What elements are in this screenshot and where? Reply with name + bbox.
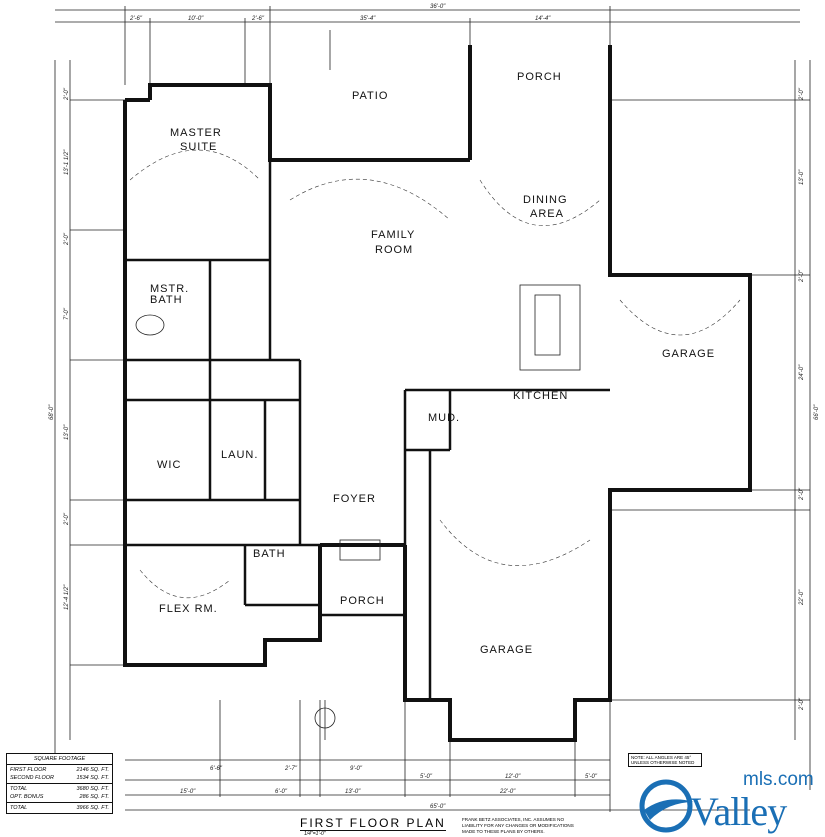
label-flex: FLEX RM. bbox=[159, 603, 218, 615]
svg-text:13'-0": 13'-0" bbox=[799, 169, 805, 185]
svg-text:9'-0": 9'-0" bbox=[350, 766, 363, 772]
disclaimer-text: FRANK BETZ ASSOCIATES, INC. ASSUMES NO L… bbox=[462, 817, 574, 834]
svg-text:10'-0": 10'-0" bbox=[188, 16, 204, 22]
label-patio: PATIO bbox=[352, 90, 388, 102]
sqft-value: 3966 SQ. FT. bbox=[76, 805, 109, 811]
svg-text:2'-0": 2'-0" bbox=[799, 697, 805, 711]
svg-text:6'-0": 6'-0" bbox=[275, 789, 288, 795]
label-garage-front: GARAGE bbox=[480, 644, 533, 656]
square-footage-table: SQUARE FOOTAGE FIRST FLOOR 2146 SQ. FT. S… bbox=[6, 753, 113, 814]
sqft-value: 3680 SQ. FT. bbox=[76, 786, 109, 792]
label-garage-side: GARAGE bbox=[662, 348, 715, 360]
label-foyer: FOYER bbox=[333, 493, 376, 505]
svg-text:5'-0": 5'-0" bbox=[585, 774, 598, 780]
square-footage-header: SQUARE FOOTAGE bbox=[7, 754, 112, 765]
angles-note: NOTE: ALL ANGLES ARE 45° UNLESS OTHERWIS… bbox=[628, 753, 702, 767]
svg-text:2'-0": 2'-0" bbox=[799, 269, 805, 283]
svg-text:68'-0": 68'-0" bbox=[49, 404, 55, 420]
svg-text:13'-0": 13'-0" bbox=[64, 424, 70, 440]
sqft-row: OPT. BONUS 286 SQ. FT. bbox=[10, 793, 109, 801]
svg-text:14'-4": 14'-4" bbox=[535, 16, 551, 22]
svg-text:2'-6": 2'-6" bbox=[251, 16, 265, 22]
fixtures bbox=[129, 30, 741, 740]
svg-text:2'-7": 2'-7" bbox=[284, 766, 298, 772]
sqft-row: SECOND FLOOR 1534 SQ. FT. bbox=[10, 774, 109, 782]
svg-text:36'-0": 36'-0" bbox=[430, 4, 446, 10]
room-labels: PATIO PORCH MASTER SUITE DINING AREA FAM… bbox=[150, 71, 715, 656]
svg-text:12'-4 1/2": 12'-4 1/2" bbox=[64, 584, 70, 610]
label-room: ROOM bbox=[375, 244, 413, 256]
label-master: MASTER bbox=[170, 127, 222, 139]
svg-text:24'-0": 24'-0" bbox=[799, 364, 805, 381]
svg-text:2'-0": 2'-0" bbox=[799, 87, 805, 101]
svg-text:2'-0": 2'-0" bbox=[799, 487, 805, 501]
sqft-row: TOTAL 3680 SQ. FT. bbox=[10, 785, 109, 793]
svg-text:22'-0": 22'-0" bbox=[499, 789, 516, 795]
label-area: AREA bbox=[530, 208, 564, 220]
logo-brand: Valley bbox=[690, 789, 787, 834]
sqft-label: OPT. BONUS bbox=[10, 794, 44, 800]
svg-text:2'-0": 2'-0" bbox=[64, 512, 70, 526]
sqft-label: TOTAL bbox=[10, 786, 28, 792]
svg-text:5'-0": 5'-0" bbox=[420, 774, 433, 780]
sqft-label: SECOND FLOOR bbox=[10, 775, 55, 781]
svg-text:22'-0": 22'-0" bbox=[799, 589, 805, 606]
svg-text:66'-0": 66'-0" bbox=[814, 404, 820, 420]
label-dining: DINING bbox=[523, 194, 568, 206]
exterior-walls bbox=[123, 45, 752, 742]
logo-suffix: mls.com bbox=[743, 769, 814, 790]
label-wic: WIC bbox=[157, 459, 181, 471]
label-bath: BATH bbox=[253, 548, 286, 560]
svg-text:12'-0": 12'-0" bbox=[505, 774, 521, 780]
label-porch-rear: PORCH bbox=[517, 71, 562, 83]
sqft-row: FIRST FLOOR 2146 SQ. FT. bbox=[10, 766, 109, 774]
sqft-row: TOTAL 3966 SQ. FT. bbox=[10, 804, 109, 812]
logo-globe-icon bbox=[639, 779, 694, 833]
svg-text:13'-0": 13'-0" bbox=[345, 789, 361, 795]
dimension-lines bbox=[54, 6, 811, 812]
dimension-labels: 2'-6" 10'-0" 2'-6" 35'-4" 14'-4" 36'-0" … bbox=[49, 4, 820, 810]
label-kitchen: KITCHEN bbox=[513, 390, 568, 402]
svg-text:2'-0": 2'-0" bbox=[64, 232, 70, 246]
sqft-label: TOTAL bbox=[10, 805, 28, 811]
interior-walls bbox=[125, 160, 610, 700]
sqft-label: FIRST FLOOR bbox=[10, 767, 47, 773]
svg-text:7'-0": 7'-0" bbox=[64, 307, 70, 320]
label-porch-front: PORCH bbox=[340, 595, 385, 607]
sqft-value: 1534 SQ. FT. bbox=[76, 775, 109, 781]
sqft-value: 2146 SQ. FT. bbox=[76, 767, 109, 773]
svg-text:65'-0": 65'-0" bbox=[430, 804, 446, 810]
valleymls-logo: Valley mls.com bbox=[638, 770, 825, 836]
svg-text:2'-6": 2'-6" bbox=[129, 16, 143, 22]
label-laun: LAUN. bbox=[221, 449, 258, 461]
label-mud: MUD. bbox=[428, 412, 460, 424]
svg-text:15'-0": 15'-0" bbox=[180, 789, 196, 795]
plan-title: FIRST FLOOR PLAN bbox=[300, 816, 446, 831]
svg-text:2'-0": 2'-0" bbox=[64, 87, 70, 101]
label-mstr: MSTR. bbox=[150, 283, 189, 295]
svg-text:35'-4": 35'-4" bbox=[360, 16, 376, 22]
label-bath-master: BATH bbox=[150, 294, 183, 306]
label-suite: SUITE bbox=[180, 141, 217, 153]
svg-text:6'-6": 6'-6" bbox=[210, 766, 223, 772]
plan-scale: 1/4"=1'-0" bbox=[304, 831, 326, 837]
label-family: FAMILY bbox=[371, 229, 415, 241]
svg-text:13'-1 1/2": 13'-1 1/2" bbox=[64, 149, 70, 175]
sqft-value: 286 SQ. FT. bbox=[79, 794, 109, 800]
